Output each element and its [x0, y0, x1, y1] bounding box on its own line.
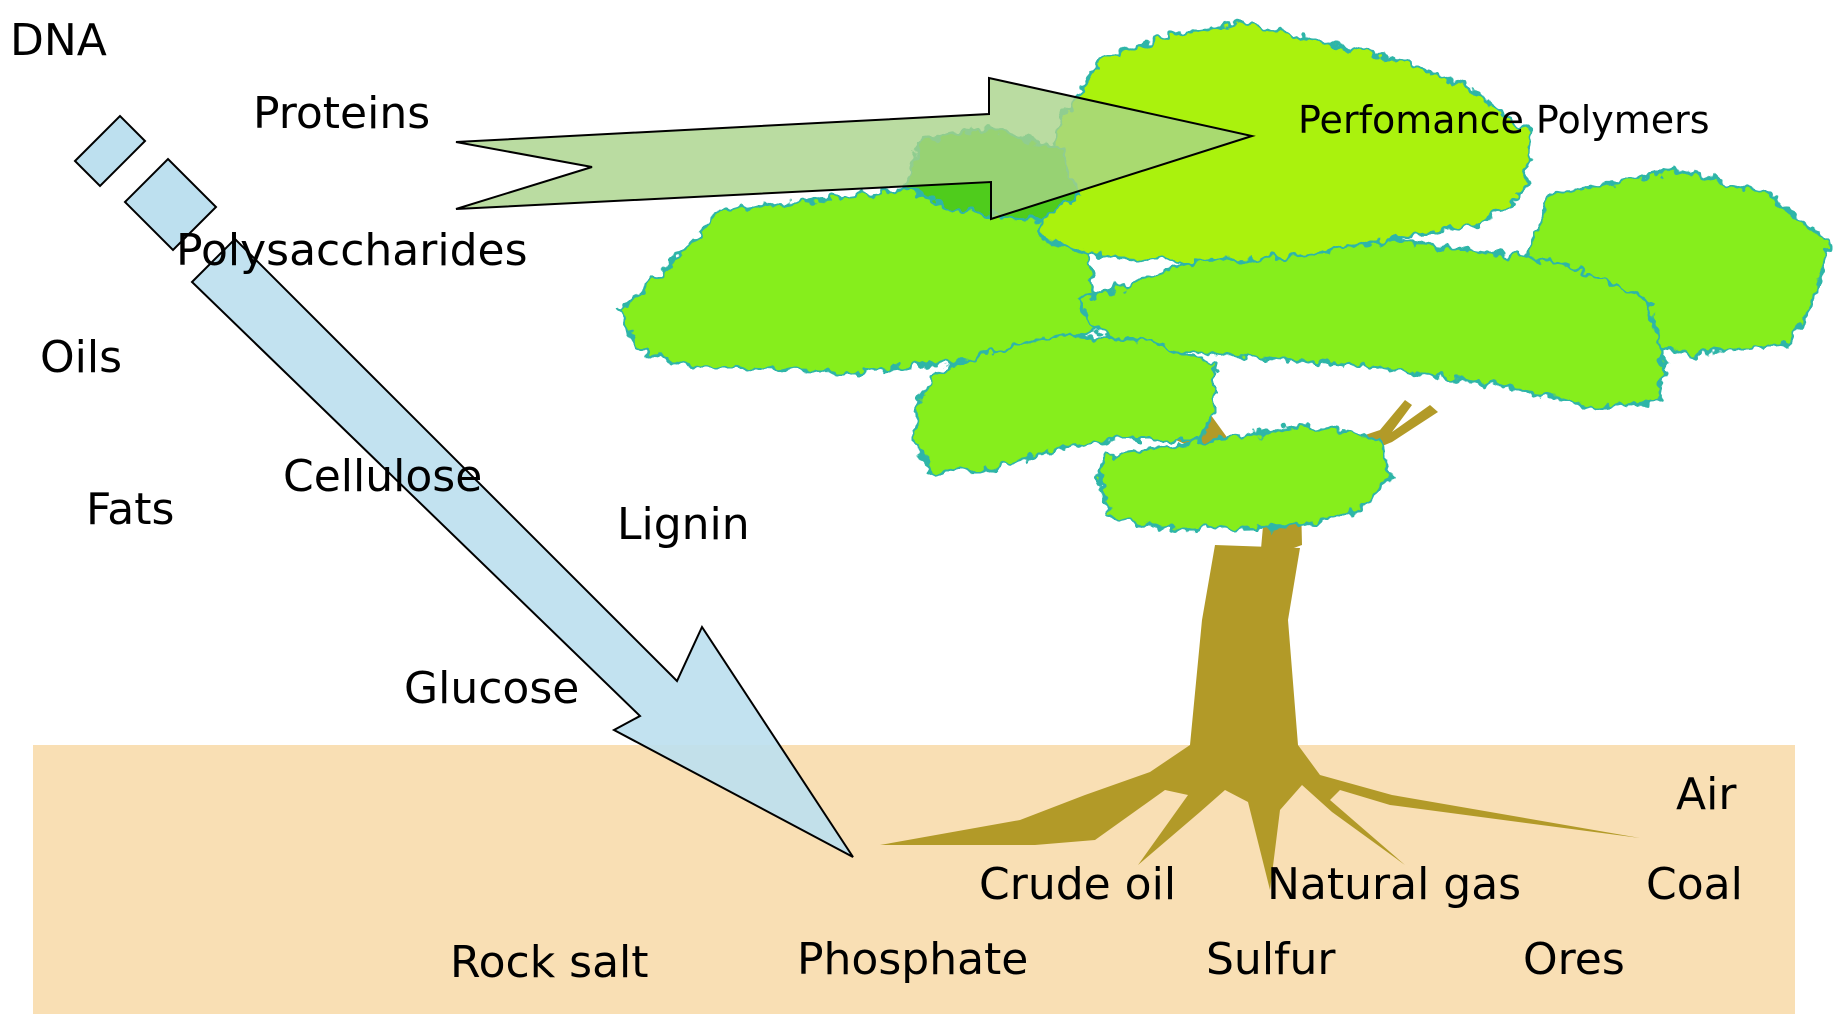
blue-arrow-dash-1: [75, 116, 145, 186]
label-air: Air: [1676, 769, 1737, 820]
label-proteins: Proteins: [253, 88, 430, 139]
label-lignin: Lignin: [617, 499, 750, 550]
label-dna: DNA: [10, 15, 107, 66]
label-cellulose: Cellulose: [283, 451, 482, 502]
label-performance-polymers: Perfomance Polymers: [1298, 98, 1710, 142]
label-sulfur: Sulfur: [1206, 934, 1336, 985]
label-coal: Coal: [1646, 859, 1743, 910]
label-phosphate: Phosphate: [797, 934, 1028, 985]
label-rock-salt: Rock salt: [450, 937, 649, 988]
label-glucose: Glucose: [404, 663, 579, 714]
label-natural-gas: Natural gas: [1267, 859, 1521, 910]
label-ores: Ores: [1523, 934, 1625, 985]
label-oils: Oils: [40, 332, 122, 383]
label-crude-oil: Crude oil: [979, 859, 1176, 910]
label-fats: Fats: [86, 484, 174, 535]
label-polysaccharides: Polysaccharides: [176, 225, 528, 276]
